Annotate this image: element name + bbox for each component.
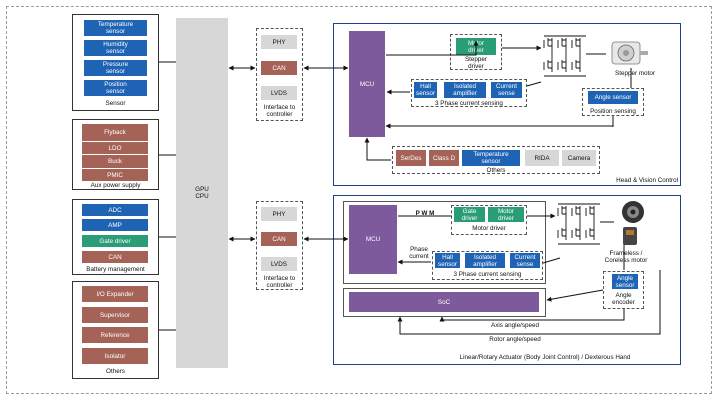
angle-encoder-caption: Angle encoder <box>612 292 635 306</box>
actuator-hall-sensor-block: Hall sensor <box>435 253 460 268</box>
can-bottom-block: CAN <box>261 232 297 246</box>
actuator-motor-driver-caption: Motor driver <box>472 225 506 232</box>
ldo-block: LDO <box>82 142 148 154</box>
others-to-mcu-arrow <box>364 137 391 161</box>
head-hall-sensor-block: Hall sensor <box>414 82 437 98</box>
flyback-block: Flyback <box>82 124 148 141</box>
battery-can-block: CAN <box>82 251 148 263</box>
supervisor-block: Supervisor <box>82 307 148 323</box>
interface-top-caption: Interface to controller <box>263 104 296 118</box>
phy-bottom-block: PHY <box>261 207 297 221</box>
actuator-bridge-switches <box>557 203 614 245</box>
pwm-label: P W M <box>415 210 435 217</box>
position-sensing-caption: Position sensing <box>590 108 636 115</box>
actuator-motor-driver-block: Motor driver <box>488 207 524 222</box>
pressure-sensor-block: Pressure sensor <box>84 60 147 76</box>
amp-block: AMP <box>82 219 148 231</box>
head-current-sense-caption: 3 Phase current sensing <box>435 100 503 107</box>
bridge-to-sense-line <box>542 257 561 264</box>
adc-block: ADC <box>82 204 148 216</box>
axis-feedback-arrow <box>439 309 625 322</box>
actuator-mcu-block: MCU <box>349 205 397 274</box>
rotor-feedback-arrow <box>397 270 661 335</box>
rida-block: RIDA <box>525 150 559 166</box>
angle-to-mcu-arrow <box>385 123 614 129</box>
battery-caption: Battery management <box>86 266 145 273</box>
io-expander-block: I/O Expander <box>82 286 148 302</box>
phy-top-block: PHY <box>261 35 297 49</box>
frameless-motor-illustration <box>622 201 644 245</box>
lvds-bottom-block: LVDS <box>261 257 297 271</box>
reference-block: Reference <box>82 327 148 343</box>
gpu-cpu-block: GPU CPU <box>176 18 228 368</box>
head-panel-title: Head & Vision Control <box>616 177 678 184</box>
diagram-border <box>6 6 712 394</box>
stepper-driver-caption: Stepper driver <box>464 56 488 70</box>
phase-current-label: Phase current <box>409 246 429 260</box>
actuator-gate-driver-block: Gate driver <box>454 207 485 222</box>
serdes-block: SerDes <box>396 150 426 166</box>
encoder-to-soc-arrow <box>546 289 604 302</box>
interface-bottom-caption: Interface to controller <box>263 275 296 289</box>
lvds-top-block: LVDS <box>261 86 297 100</box>
isolator-block: Isolator <box>82 348 148 364</box>
actuator-current-sense-block: Current sense <box>510 253 540 268</box>
others-caption: Others <box>106 368 125 375</box>
aux-power-caption: Aux power supply <box>90 182 141 189</box>
head-temperature-sensor-block: Temperature sensor <box>462 150 520 166</box>
actuator-current-sense-caption: 3 Phase current sensing <box>453 271 522 278</box>
head-others-caption: Others <box>486 167 506 174</box>
head-current-sense-block: Current sense <box>491 82 522 98</box>
sensor-caption: Sensor <box>105 100 126 107</box>
stepper-bridge-switches <box>543 35 606 77</box>
bridge-to-current-sense-line <box>526 81 542 87</box>
can-top-block: CAN <box>261 61 297 75</box>
head-isolated-amplifier-block: Isolated amplifier <box>444 82 486 98</box>
camera-block: Camera <box>562 150 596 166</box>
head-angle-sensor-block: Angle sensor <box>588 91 638 104</box>
stepper-motor-caption: Stepper motor <box>615 70 655 77</box>
position-sensor-block: Position sensor <box>84 80 147 96</box>
rotor-speed-label: Rotor angle/speed <box>489 336 541 343</box>
mcu-to-stepper-driver-arrow <box>386 40 479 56</box>
buck-block: Buck <box>82 155 148 168</box>
temperature-sensor-block: Temperature sensor <box>84 20 147 36</box>
actuator-panel-title: Linear/Rotary Actuator (Body Joint Contr… <box>459 354 631 361</box>
actuator-angle-sensor-block: Angle sensor <box>612 274 638 289</box>
class-d-block: Class D <box>429 150 459 166</box>
axis-speed-label: Axis angle/speed <box>491 322 539 329</box>
stepper-motor-illustration <box>611 41 648 65</box>
actuator-isolated-amplifier-block: Isolated amplifier <box>465 253 505 268</box>
soc-block: SoC <box>349 292 539 312</box>
head-mcu-block: MCU <box>349 31 385 137</box>
pmic-block: PMIC <box>82 169 148 181</box>
gate-driver-block: Gate driver <box>82 235 148 247</box>
humidity-sensor-block: Humidity sensor <box>84 40 147 56</box>
